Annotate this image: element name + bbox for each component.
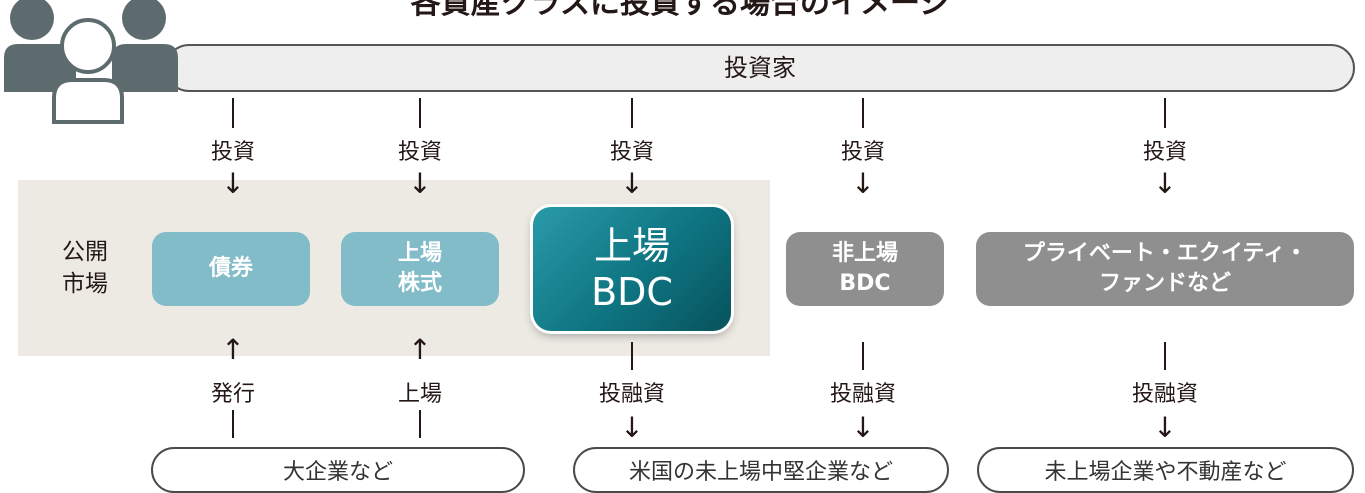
- col1-invest-label: 投資: [210, 140, 255, 165]
- col3-invest-line: [631, 98, 633, 128]
- diagram-title: 各資産クラスに投資する場合のイメージ: [410, 0, 950, 21]
- people-icon: [4, 0, 184, 128]
- col5-down-arrow-icon-2: ↓: [1153, 411, 1177, 444]
- col2-invest-label: 投資: [397, 140, 442, 165]
- col2-up-arrow-icon: ↑: [408, 333, 432, 366]
- col3-invest-label: 投資: [609, 140, 654, 165]
- bonds-label: 債券: [208, 256, 253, 281]
- listed-bdc-box: 上場BDC: [533, 207, 731, 331]
- unlisted-bdc-box: 非上場BDC: [786, 232, 944, 306]
- pe-funds-box: プライベート・エクイティ・ファンドなど: [976, 232, 1354, 306]
- col1-issue-label: 発行: [210, 382, 255, 407]
- col1-invest-line: [232, 98, 234, 128]
- col2-listing-label: 上場: [397, 382, 442, 407]
- col1-up-arrow-icon: ↑: [221, 333, 245, 366]
- us-midsize-pill: 米国の未上場中堅企業など: [573, 447, 949, 493]
- unlisted-realestate-label: 未上場企業や不動産など: [1044, 460, 1287, 485]
- listed-bdc-label: 上場BDC: [591, 224, 673, 314]
- unlisted-bdc-label: 非上場BDC: [831, 241, 898, 296]
- col4-invest-line: [862, 98, 864, 128]
- col2-listing-line: [419, 410, 421, 438]
- col4-down-arrow-icon-2: ↓: [851, 411, 875, 444]
- col3-lending-label: 投融資: [598, 382, 665, 407]
- col2-down-arrow-icon: ↓: [408, 167, 432, 200]
- col1-issue-line: [232, 410, 234, 438]
- public-market-label: 公開市場: [50, 236, 120, 300]
- listed-stocks-box: 上場株式: [341, 232, 499, 306]
- col5-invest-label: 投資: [1142, 140, 1187, 165]
- pe-funds-label: プライベート・エクイティ・ファンドなど: [1022, 241, 1308, 296]
- col2-invest-line: [419, 98, 421, 128]
- col4-invest-label: 投資: [840, 140, 885, 165]
- col5-down-arrow-icon: ↓: [1153, 167, 1177, 200]
- col1-down-arrow-icon: ↓: [221, 167, 245, 200]
- unlisted-realestate-pill: 未上場企業や不動産など: [977, 447, 1354, 493]
- investor-bar: [165, 44, 1355, 92]
- large-companies-pill: 大企業など: [151, 447, 525, 493]
- large-companies-label: 大企業など: [282, 460, 393, 485]
- col4-lending-label: 投融資: [829, 382, 896, 407]
- investor-label: 投資家: [724, 54, 796, 82]
- col5-invest-line: [1164, 98, 1166, 128]
- col3-down-arrow-icon: ↓: [620, 167, 644, 200]
- col5-lending-line-top: [1164, 342, 1166, 370]
- col4-down-arrow-icon: ↓: [851, 167, 875, 200]
- col4-lending-line-top: [862, 342, 864, 370]
- public-market-label-text: 公開市場: [62, 239, 108, 297]
- col3-lending-line-top: [631, 342, 633, 370]
- bonds-box: 債券: [152, 232, 310, 306]
- us-midsize-label: 米国の未上場中堅企業など: [628, 460, 893, 485]
- listed-stocks-label: 上場株式: [397, 241, 442, 296]
- col5-lending-label: 投融資: [1131, 382, 1198, 407]
- col3-down-arrow-icon-2: ↓: [620, 411, 644, 444]
